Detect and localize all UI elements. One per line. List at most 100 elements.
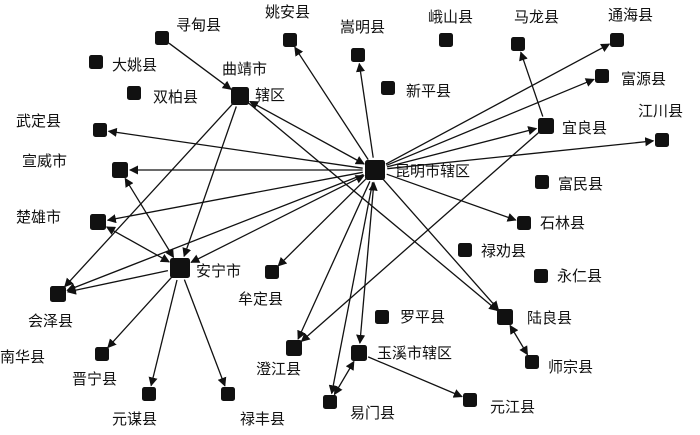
label-jiangchuan: 江川县 [638, 102, 683, 120]
label-luliang: 陆良县 [527, 309, 572, 327]
node-yimen [323, 395, 337, 409]
label-xuanwei: 宣威市 [22, 152, 67, 170]
label-shilin: 石林县 [540, 214, 585, 232]
edge-kunming-tonghai [385, 43, 611, 165]
label-jinning: 晋宁县 [72, 370, 117, 388]
node-wuding [93, 123, 107, 137]
label-yuanmou: 元谋县 [112, 410, 157, 428]
label-xinping: 新平县 [406, 82, 451, 100]
label-luquan: 禄劝县 [481, 242, 526, 260]
label-kunming: 昆明市辖区 [395, 162, 470, 180]
node-jinning [95, 347, 109, 361]
nodes-layer [50, 31, 669, 409]
node-chengjiang [286, 340, 302, 356]
edge-anning-jinning [107, 276, 173, 349]
edge-anning-huize [66, 269, 169, 295]
node-yuanjiang [463, 393, 477, 407]
label-songming: 嵩明县 [340, 18, 385, 36]
edge-kunming-anning [190, 175, 365, 263]
edge-luliang-shizong [509, 324, 529, 356]
node-lufeng [221, 387, 235, 401]
node-shilin [517, 216, 531, 230]
label-shizong: 师宗县 [548, 358, 593, 376]
label-yuxi: 玉溪市辖区 [377, 344, 452, 362]
edges-layer [64, 42, 655, 398]
edge-yiliang-malong [519, 51, 544, 117]
edge-kunming-songming [355, 62, 374, 158]
label-shuangbai: 双柏县 [153, 88, 198, 106]
edge-qujing-luliang [248, 102, 499, 312]
edge-chuxiong-anning [105, 226, 170, 263]
edge-kunming-huize [66, 173, 364, 292]
node-mouding [265, 265, 279, 279]
edge-yiliang-chengjiang [300, 132, 540, 343]
node-shizong [525, 355, 539, 369]
node-qujing [231, 87, 249, 105]
node-luquan [458, 243, 472, 257]
edge-kunming-yuxi [356, 181, 378, 345]
node-tonghai [610, 33, 624, 47]
label-qujing-1: 曲靖市 [222, 60, 267, 78]
label-yaoan: 姚安县 [265, 3, 310, 21]
label-lufeng: 禄丰县 [240, 410, 285, 428]
edge-kunming-jiangchuan [387, 137, 655, 170]
edge-kunming-qujing [249, 100, 365, 165]
node-malong [511, 37, 525, 51]
edge-anning-lufeng [183, 279, 227, 387]
label-anning: 安宁市 [196, 262, 241, 280]
node-dayao [89, 55, 103, 69]
node-songming [351, 48, 365, 62]
edge-yuxi-yuanjiang [367, 356, 463, 398]
edge-yuxi-yimen [333, 360, 355, 396]
label-chengjiang: 澄江县 [256, 360, 301, 378]
edge-kunming-yaoan [294, 46, 369, 160]
node-yongren [534, 269, 548, 283]
node-yaoan [283, 33, 297, 47]
edge-qujing-huize [64, 103, 233, 288]
label-yiliang: 宜良县 [562, 119, 607, 137]
label-qujing-2: 辖区 [255, 86, 285, 104]
edge-kunming-fuyuan [386, 78, 595, 166]
node-shuangbai [127, 86, 141, 100]
label-nanhua: 南华县 [0, 348, 45, 366]
label-yuanjiang: 元江县 [490, 398, 535, 416]
node-yuanmou [142, 387, 156, 401]
edge-kunming-luliang [382, 178, 500, 311]
node-fuyuan [595, 69, 609, 83]
label-yongren: 永仁县 [557, 267, 602, 285]
edge-kunming-mouding [277, 178, 367, 267]
node-fumin [535, 175, 549, 189]
node-anning [170, 258, 190, 278]
edge-anning-yuanmou [148, 279, 178, 387]
node-chuxiong [90, 214, 106, 230]
label-chuxiong: 楚雄市 [16, 208, 61, 226]
node-xuanwei [112, 162, 128, 178]
edge-kunming-chengjiang [297, 181, 371, 340]
label-huize: 会泽县 [28, 312, 73, 330]
node-jiangchuan [655, 133, 669, 147]
edge-kunming-wuding [107, 127, 363, 169]
label-fuyuan: 富源县 [621, 70, 666, 88]
node-luoping [375, 310, 389, 324]
node-yuxi [351, 345, 367, 361]
edge-xuanwei-anning [124, 177, 175, 259]
edge-kunming-yimen [328, 182, 374, 395]
label-xunxian: 寻甸县 [176, 16, 221, 34]
node-xinping [381, 81, 395, 95]
node-xunxian [155, 31, 169, 45]
label-tonghai: 通海县 [608, 6, 653, 24]
label-wuding: 武定县 [16, 112, 61, 130]
label-dayao: 大姚县 [112, 56, 157, 74]
label-yimen: 易门县 [350, 404, 395, 422]
node-luliang [497, 309, 513, 325]
label-eshan: 峨山县 [428, 8, 473, 26]
node-yiliang [538, 118, 554, 134]
edge-kunming-yiliang [386, 126, 538, 168]
label-luoping: 罗平县 [400, 308, 445, 326]
node-kunming [365, 160, 385, 180]
label-mouding: 牟定县 [238, 290, 283, 308]
node-eshan [439, 33, 453, 47]
label-malong: 马龙县 [514, 8, 559, 26]
